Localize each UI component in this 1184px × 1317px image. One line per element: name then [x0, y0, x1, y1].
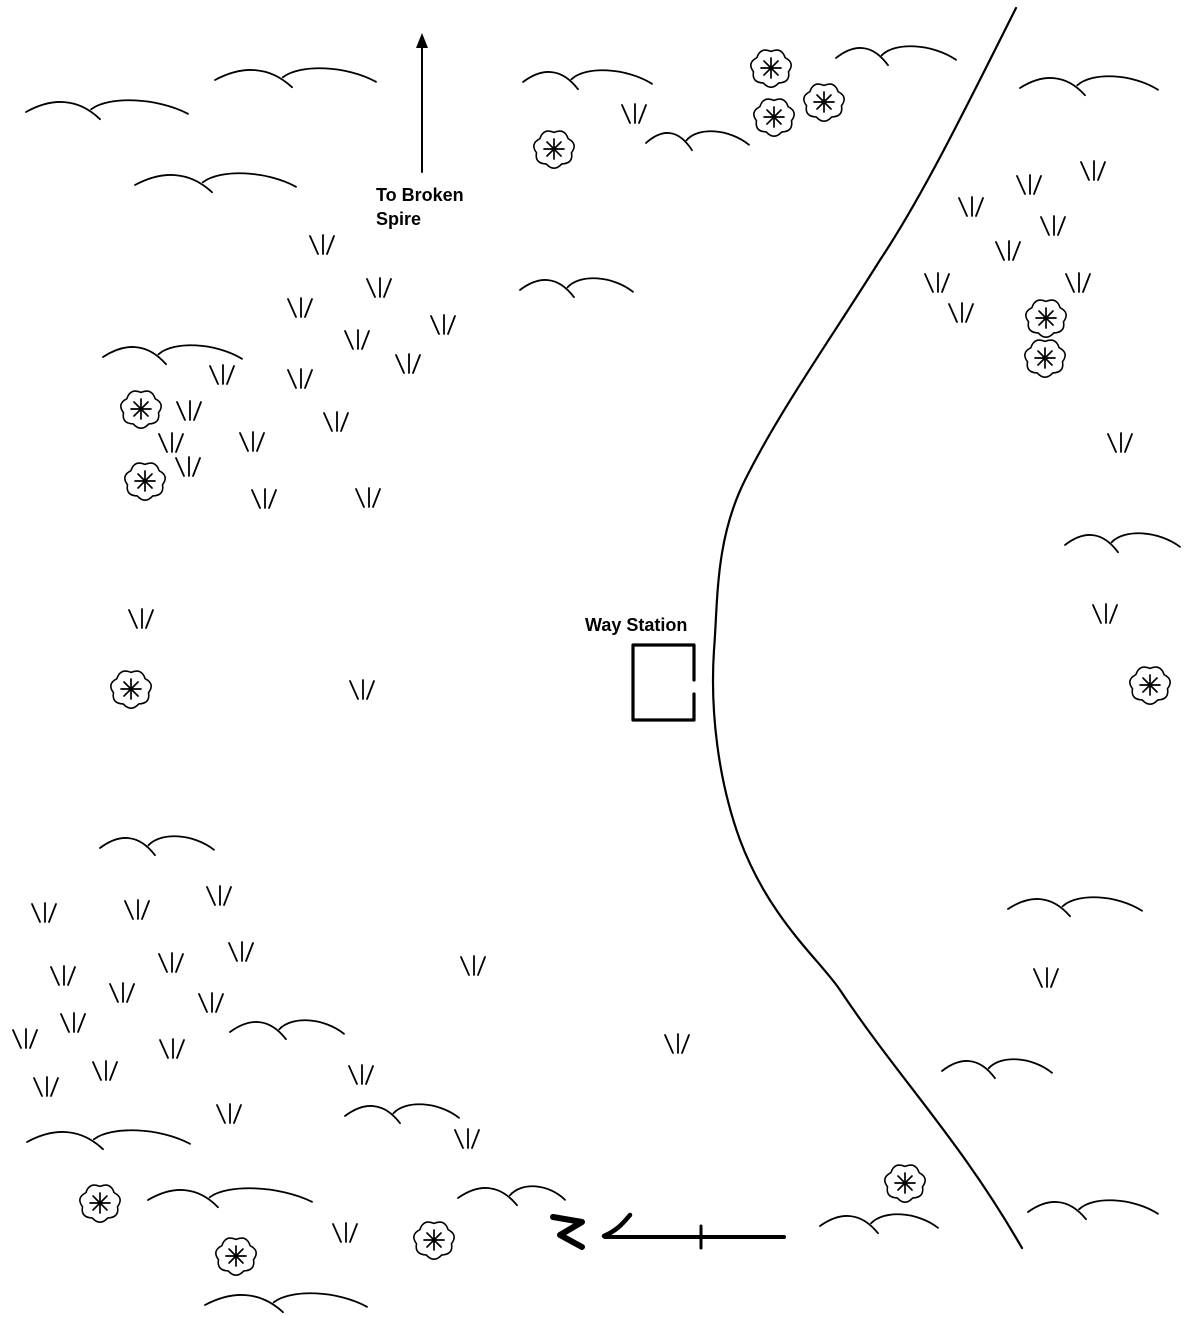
hill-icon	[1007, 896, 1143, 918]
grass-tuft-icon	[460, 955, 486, 976]
hill-icon	[147, 1187, 313, 1209]
grass-tuft-icon	[1107, 432, 1133, 453]
grass-tuft-icon	[216, 1103, 242, 1124]
grass-tuft-icon	[454, 1128, 480, 1149]
grass-tuft-icon	[209, 364, 235, 385]
hill-icon	[1027, 1199, 1159, 1221]
grass-tuft-icon	[924, 272, 950, 293]
grass-layer	[12, 103, 1133, 1243]
grass-tuft-icon	[159, 1038, 185, 1059]
grass-tuft-icon	[1065, 272, 1091, 293]
hill-icon	[344, 1103, 460, 1125]
river-line	[711, 6, 1024, 1250]
hill-icon	[214, 67, 377, 89]
hill-icon	[25, 99, 189, 121]
hill-icon	[229, 1019, 345, 1041]
shrub-icon	[413, 1221, 455, 1260]
hill-icon	[26, 1129, 191, 1151]
grass-tuft-icon	[1080, 160, 1106, 181]
shrub-icon	[803, 83, 845, 122]
shrub-icon	[110, 670, 152, 709]
grass-tuft-icon	[239, 431, 265, 452]
way-station-label: Way Station	[585, 615, 687, 635]
grass-tuft-icon	[31, 902, 57, 923]
hill-icon	[941, 1058, 1053, 1080]
grass-tuft-icon	[430, 314, 456, 335]
grass-tuft-icon	[958, 196, 984, 217]
grass-tuft-icon	[33, 1076, 59, 1097]
grass-tuft-icon	[948, 302, 974, 323]
grass-tuft-icon	[349, 679, 375, 700]
grass-tuft-icon	[1040, 215, 1066, 236]
grass-tuft-icon	[124, 899, 150, 920]
grass-tuft-icon	[128, 608, 154, 629]
grass-tuft-icon	[323, 411, 349, 432]
shrub-icon	[79, 1184, 121, 1223]
shrub-icon	[753, 98, 795, 137]
shrub-icon	[750, 49, 792, 88]
hill-icon	[835, 45, 957, 67]
hill-icon	[1064, 532, 1181, 554]
grass-tuft-icon	[206, 885, 232, 906]
hill-icon	[457, 1185, 566, 1207]
shrub-icon	[1025, 299, 1067, 338]
direction-arrow-icon	[416, 33, 428, 173]
grass-tuft-icon	[176, 400, 202, 421]
hill-icon	[102, 344, 243, 366]
grass-tuft-icon	[366, 277, 392, 298]
grass-tuft-icon	[175, 456, 201, 477]
grass-tuft-icon	[621, 103, 647, 124]
grass-tuft-icon	[355, 487, 381, 508]
shrub-icon	[215, 1237, 257, 1276]
grass-tuft-icon	[287, 297, 313, 318]
hill-icon	[1019, 75, 1159, 97]
building-outline-icon	[631, 643, 696, 722]
grass-tuft-icon	[995, 240, 1021, 261]
hill-icon	[204, 1292, 368, 1314]
hill-icon	[645, 130, 750, 152]
grass-tuft-icon	[664, 1033, 690, 1054]
hill-icon	[99, 835, 215, 857]
shrubs-layer	[79, 49, 1171, 1276]
grass-tuft-icon	[50, 965, 76, 986]
shrub-icon	[533, 130, 575, 169]
grass-tuft-icon	[395, 353, 421, 374]
spire-label-line1: To Broken	[376, 185, 464, 205]
grass-tuft-icon	[158, 432, 184, 453]
grass-tuft-icon	[348, 1064, 374, 1085]
grass-tuft-icon	[12, 1028, 38, 1049]
north-compass-icon	[550, 1212, 786, 1250]
shrub-icon	[1024, 339, 1066, 378]
grass-tuft-icon	[1033, 967, 1059, 988]
grass-tuft-icon	[198, 992, 224, 1013]
grass-tuft-icon	[287, 368, 313, 389]
grass-tuft-icon	[309, 234, 335, 255]
grass-tuft-icon	[1016, 174, 1042, 195]
grass-tuft-icon	[158, 952, 184, 973]
hill-icon	[519, 277, 634, 299]
grass-tuft-icon	[344, 329, 370, 350]
shrub-icon	[884, 1164, 926, 1203]
hills-layer	[25, 45, 1181, 1314]
grass-tuft-icon	[332, 1222, 358, 1243]
grass-tuft-icon	[92, 1060, 118, 1081]
shrub-icon	[120, 390, 162, 429]
spire-label-line2: Spire	[376, 209, 421, 229]
shrub-icon	[1129, 666, 1171, 705]
shrub-icon	[124, 462, 166, 501]
grass-tuft-icon	[1092, 603, 1118, 624]
hill-icon	[134, 172, 297, 194]
grass-tuft-icon	[109, 982, 135, 1003]
grass-tuft-icon	[228, 941, 254, 962]
hill-icon	[522, 69, 653, 91]
hill-icon	[819, 1213, 939, 1235]
grass-tuft-icon	[251, 488, 277, 509]
grass-tuft-icon	[60, 1012, 86, 1033]
